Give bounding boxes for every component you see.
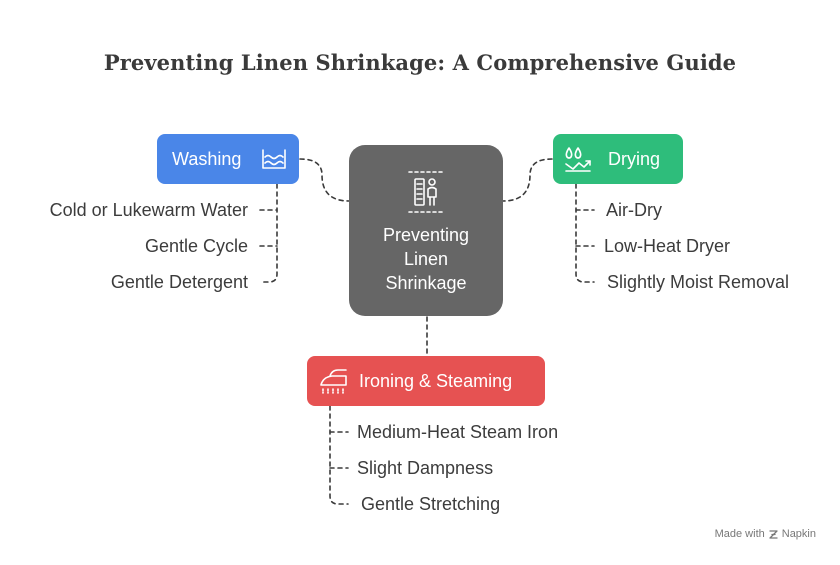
drying-node: Drying [553, 134, 683, 184]
washing-item: Cold or Lukewarm Water [49, 200, 248, 220]
napkin-attribution[interactable]: Made with Napkin [715, 528, 816, 540]
washing-item: Gentle Cycle [144, 236, 248, 256]
connector-drying-center [502, 158, 553, 202]
linen-shrink-icon [408, 171, 444, 213]
page-title: Preventing Linen Shrinkage: A Comprehens… [103, 50, 737, 75]
ironing-item: Medium-Heat Steam Iron [357, 422, 559, 442]
ironing-steaming-label: Ironing & Steaming [359, 371, 513, 391]
water-waves-icon [262, 149, 286, 169]
droplets-evaporation-icon [565, 147, 591, 172]
central-topic-node: Preventing Linen Shrinkage [349, 145, 503, 316]
drying-label: Drying [608, 149, 661, 169]
connector-washing-center [299, 158, 350, 202]
washing-node: Washing [157, 134, 299, 184]
drying-item: Low-Heat Dryer [604, 236, 731, 256]
napkin-logo-icon [769, 529, 778, 539]
drying-item: Air-Dry [606, 200, 662, 220]
ironing-item: Gentle Stretching [361, 494, 501, 514]
washing-label: Washing [172, 149, 242, 169]
connector-drying-items [575, 183, 595, 283]
steam-iron-icon [320, 369, 347, 394]
ironing-steaming-node: Ironing & Steaming [307, 356, 545, 406]
central-topic-label: Preventing Linen Shrinkage [382, 225, 470, 293]
ironing-item: Slight Dampness [357, 458, 494, 478]
connector-ironing-items [329, 405, 349, 505]
washing-item: Gentle Detergent [110, 272, 248, 292]
napkin-brand-label: Napkin [781, 528, 816, 540]
made-with-label: Made with [714, 528, 765, 540]
connector-washing-items [259, 183, 278, 283]
drying-item: Slightly Moist Removal [607, 272, 790, 292]
